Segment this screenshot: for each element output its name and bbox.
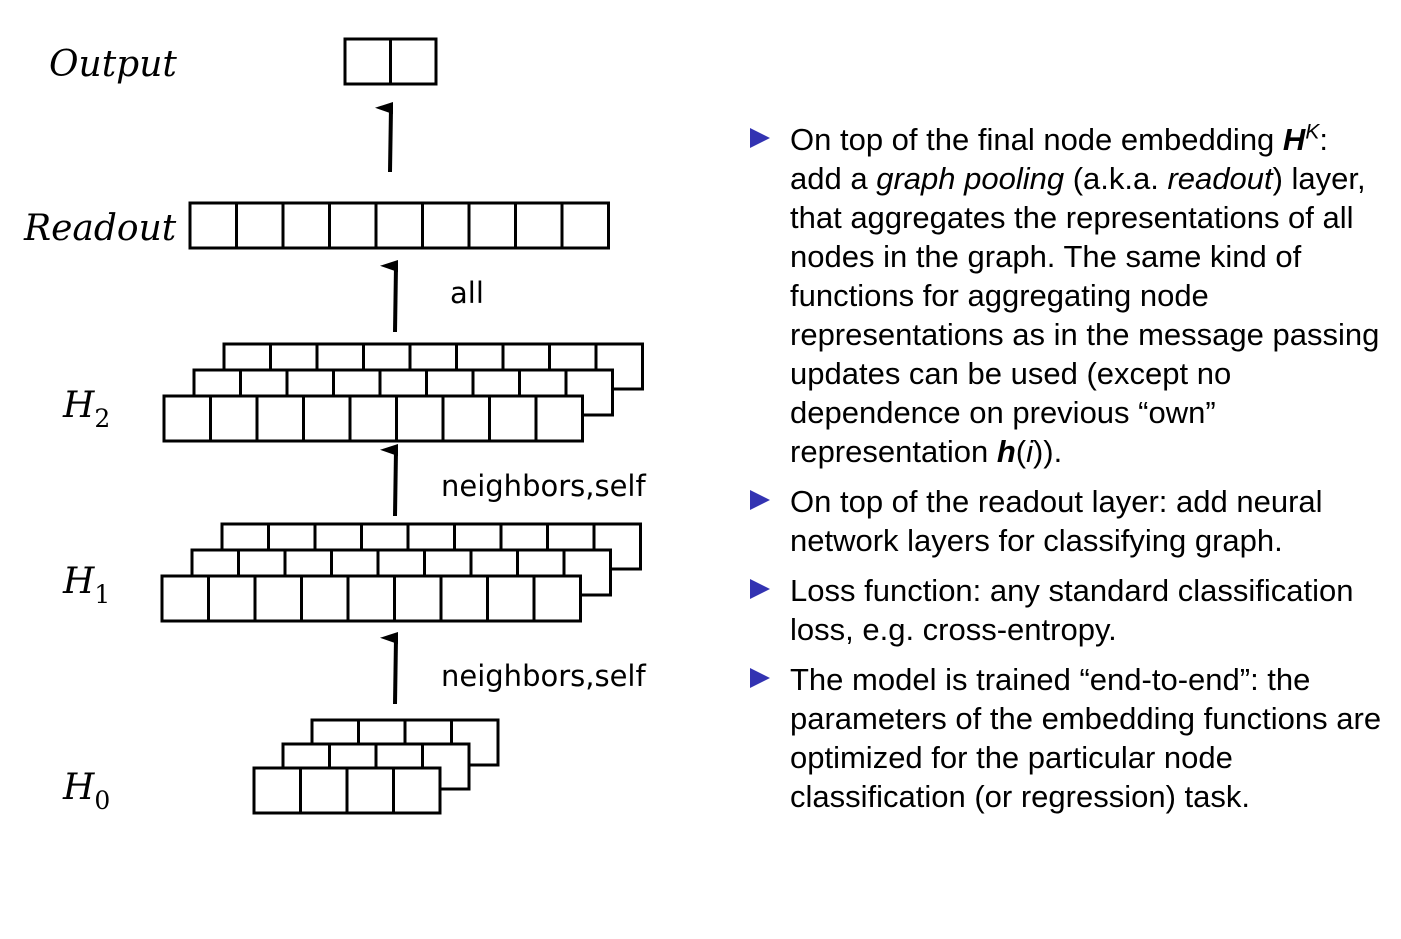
readout-layer-label: Readout [23, 208, 177, 249]
vector-cell [328, 201, 378, 250]
vector-cell [421, 201, 471, 250]
embedding-row [252, 766, 442, 815]
vector-cell [560, 201, 610, 250]
bullet-item-loss: Loss function: any standard classificati… [748, 571, 1388, 649]
vector-cell [160, 574, 210, 623]
output-vector [343, 37, 438, 86]
edge-label-neighbors-self-lower: neighbors,self [441, 659, 646, 693]
readout-row [188, 201, 610, 250]
math-H: H [1282, 122, 1306, 157]
vector-cell [488, 394, 538, 443]
vector-cell [534, 394, 584, 443]
vector-cell [514, 201, 564, 250]
arrow-h2-to-readout [380, 260, 399, 333]
vector-cell [374, 201, 424, 250]
edge-label-neighbors-self-upper: neighbors,self [441, 469, 646, 503]
vector-cell [395, 394, 445, 443]
vector-cell [441, 394, 491, 443]
vector-cell [467, 201, 517, 250]
vector-cell [345, 766, 395, 815]
arrow-h0-to-h1 [380, 632, 399, 705]
vector-cell [299, 766, 349, 815]
bullet-list: On top of the final node embedding HK: a… [748, 120, 1388, 827]
triangle-bullet-icon [750, 579, 770, 599]
vector-cell [392, 766, 442, 815]
vector-cell [253, 574, 303, 623]
bullet-item-readout-layers: On top of the readout layer: add neural … [748, 482, 1388, 560]
vector-cell [300, 574, 350, 623]
triangle-bullet-icon [750, 490, 770, 510]
output-layer-label: Output [49, 44, 177, 85]
vector-cell [439, 574, 489, 623]
vector-cell [162, 394, 212, 443]
math-h: h [996, 434, 1016, 469]
vector-cell [188, 201, 238, 250]
vector-cell [532, 574, 582, 623]
gnn-pooling-diagram: Output Readout H2 H1 H0 all neighbors,se… [23, 37, 646, 815]
h0-layer-label: H0 [62, 767, 110, 815]
vector-cell [346, 574, 396, 623]
bullet-item-pooling: On top of the final node embedding HK: a… [748, 120, 1388, 471]
readout-vector [188, 201, 610, 250]
h1-embedding-stack [160, 522, 642, 623]
arrow-h1-to-h2 [380, 444, 399, 517]
triangle-bullet-icon [750, 128, 770, 148]
vector-cell [252, 766, 302, 815]
vector-cell [281, 201, 331, 250]
vector-cell [343, 37, 392, 86]
vector-cell [207, 574, 257, 623]
vector-cell [348, 394, 398, 443]
h2-embedding-stack [162, 342, 644, 443]
vector-cell [389, 37, 438, 86]
vector-cell [255, 394, 305, 443]
h2-layer-label: H2 [62, 385, 110, 433]
bullet-item-end-to-end: The model is trained “end-to-end”: the p… [748, 660, 1388, 816]
embedding-row [160, 574, 582, 623]
vector-cell [486, 574, 536, 623]
edge-label-all: all [450, 276, 484, 310]
triangle-bullet-icon [750, 668, 770, 688]
vector-cell [235, 201, 285, 250]
embedding-row [162, 394, 584, 443]
output-row [343, 37, 438, 86]
math-superscript-K: K [1305, 120, 1320, 144]
h1-layer-label: H1 [62, 561, 110, 609]
vector-cell [393, 574, 443, 623]
arrow-readout-to-output [375, 102, 394, 173]
vector-cell [209, 394, 259, 443]
vector-cell [302, 394, 352, 443]
h0-embedding-stack [252, 718, 500, 815]
